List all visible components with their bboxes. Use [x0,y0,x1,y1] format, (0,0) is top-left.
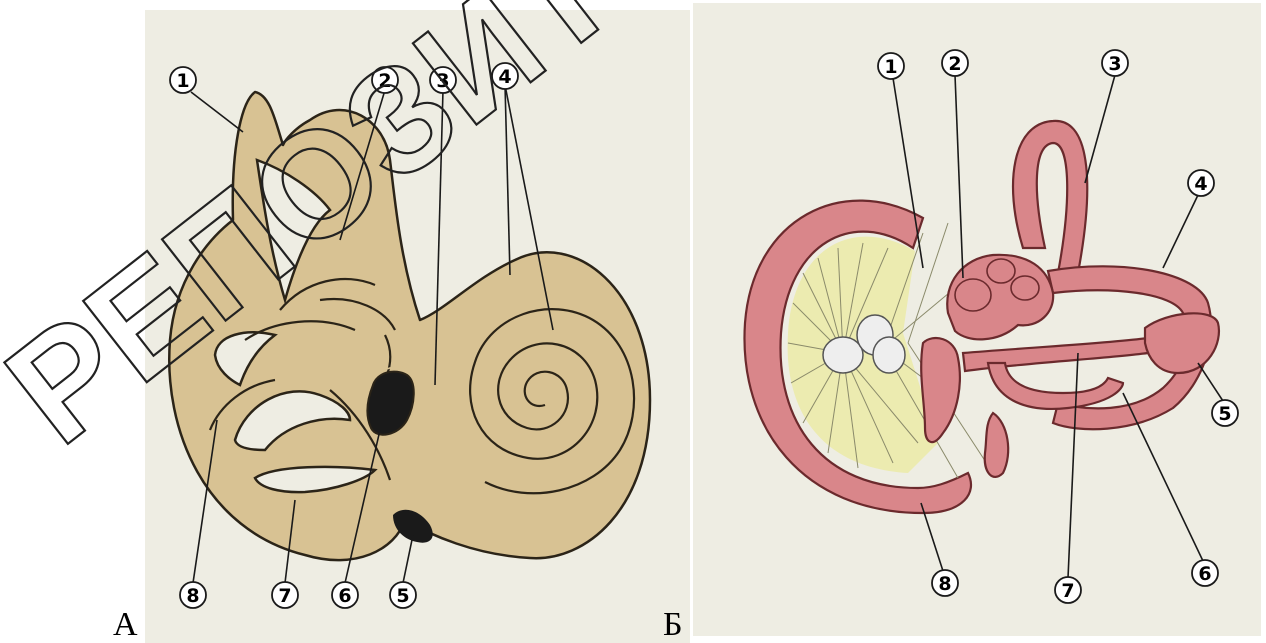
svg-text:1: 1 [884,56,897,78]
panel-a-letter: А [113,608,138,642]
callout-a-2: 2 [372,67,398,93]
callout-a-8: 8 [180,582,206,608]
svg-text:5: 5 [1218,403,1231,425]
callout-b-7: 7 [1055,577,1081,603]
callout-b-3: 3 [1102,50,1128,76]
panel-b-illustration: 1 2 3 4 5 6 7 8 [693,3,1261,636]
svg-text:3: 3 [436,70,449,92]
svg-text:2: 2 [948,53,961,75]
callout-a-1: 1 [170,67,196,93]
callout-b-1: 1 [878,53,904,79]
panel-a: 1 2 3 4 5 6 7 8 [145,10,690,643]
callout-b-4: 4 [1188,170,1214,196]
callout-a-6: 6 [332,582,358,608]
svg-text:1: 1 [176,70,189,92]
svg-text:8: 8 [938,573,951,595]
svg-text:6: 6 [338,585,351,607]
callout-b-5: 5 [1212,400,1238,426]
svg-text:3: 3 [1108,53,1121,75]
svg-text:2: 2 [378,70,391,92]
svg-text:4: 4 [498,66,511,88]
panel-b: 1 2 3 4 5 6 7 8 [693,3,1261,636]
callout-b-8: 8 [932,570,958,596]
svg-text:5: 5 [396,585,409,607]
panel-b-letter: Б [663,608,683,642]
callout-b-2: 2 [942,50,968,76]
svg-text:4: 4 [1194,173,1207,195]
svg-text:7: 7 [1061,580,1074,602]
callout-b-6: 6 [1192,560,1218,586]
svg-text:8: 8 [186,585,199,607]
svg-text:6: 6 [1198,563,1211,585]
callout-a-5: 5 [390,582,416,608]
callout-a-4: 4 [492,63,518,89]
panel-a-illustration: 1 2 3 4 5 6 7 8 [145,10,690,643]
callout-a-3: 3 [430,67,456,93]
svg-text:7: 7 [278,585,291,607]
callout-a-7: 7 [272,582,298,608]
